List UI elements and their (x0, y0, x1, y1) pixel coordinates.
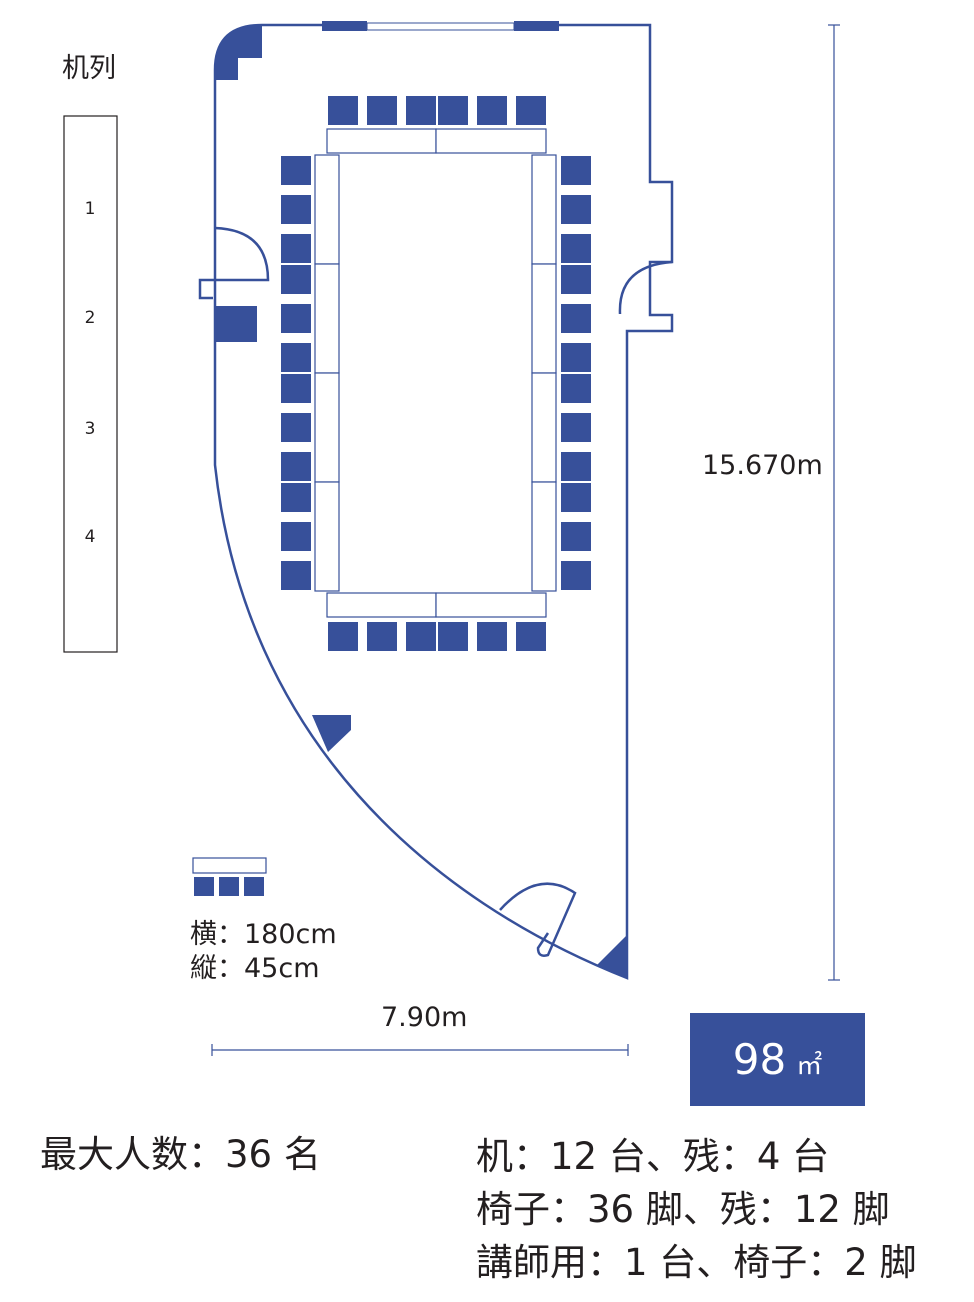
chair (561, 483, 591, 512)
chair (281, 413, 311, 442)
table-top-1 (326, 128, 437, 154)
table-left-3 (314, 372, 340, 483)
window-glass (366, 22, 515, 31)
pillar-top-left (215, 25, 262, 80)
chair (406, 622, 436, 651)
chair (281, 374, 311, 403)
chairs-top (328, 96, 546, 125)
chair (281, 522, 311, 551)
chair (281, 195, 311, 224)
chair (516, 622, 546, 651)
desk-column-label: 机列 (62, 53, 116, 84)
chair (281, 234, 311, 263)
desk-column-box (63, 115, 118, 653)
chair (561, 522, 591, 551)
width-dimension-label: 7.90m (381, 1002, 468, 1033)
chair (406, 96, 436, 125)
chair (281, 561, 311, 590)
pillar-curve (312, 715, 351, 752)
chair (561, 452, 591, 481)
chair (561, 234, 591, 263)
equipment-line: 講師用：1 台、椅子：2 脚 (476, 1241, 917, 1284)
area-unit: ㎡ (796, 1051, 823, 1081)
legend-width: 横：180cm (190, 919, 337, 950)
chair (438, 96, 468, 125)
chair (561, 343, 591, 372)
table-right-1 (531, 154, 557, 265)
chair (438, 622, 468, 651)
chair (561, 195, 591, 224)
door-bottom (499, 882, 577, 957)
chair (477, 622, 507, 651)
area-value: 98 (732, 1035, 787, 1084)
desk-row-number: 3 (84, 419, 96, 439)
chair (516, 96, 546, 125)
chairs-bottom (328, 622, 546, 651)
door-right (618, 260, 673, 315)
equipment-line: 机：12 台、残：4 台 (476, 1135, 830, 1178)
chair (281, 265, 311, 294)
legend-chair (194, 877, 214, 896)
chair (561, 304, 591, 333)
chairs-right (561, 156, 591, 590)
height-dimension-label: 15.670m (702, 450, 823, 481)
legend-table (192, 857, 267, 874)
legend-chair (244, 877, 264, 896)
desk-row-number: 1 (84, 199, 96, 219)
capacity-text: 最大人数：36 名 (40, 1133, 321, 1176)
chair (281, 304, 311, 333)
table-right-3 (531, 372, 557, 483)
table-bottom-2 (435, 592, 547, 618)
chair (281, 156, 311, 185)
equipment-line: 椅子：36 脚、残：12 脚 (476, 1188, 890, 1231)
door-left (198, 226, 270, 300)
legend-depth: 縦：45cm (190, 953, 320, 984)
table-right-2 (531, 263, 557, 374)
chair (561, 413, 591, 442)
chair (367, 622, 397, 651)
window-right (514, 21, 559, 31)
table-left-4 (314, 481, 340, 592)
chair (561, 374, 591, 403)
table-top-2 (435, 128, 547, 154)
table-right-4 (531, 481, 557, 592)
chairs-left (281, 156, 311, 590)
chair (561, 156, 591, 185)
chair (328, 96, 358, 125)
chair (281, 483, 311, 512)
legend-chair (219, 877, 239, 896)
table-left-2 (314, 263, 340, 374)
desk-row-number: 2 (84, 308, 96, 328)
chair (477, 96, 507, 125)
table-bottom-1 (326, 592, 437, 618)
chair (328, 622, 358, 651)
pillar-left (216, 306, 257, 342)
chair (561, 561, 591, 590)
chair (561, 265, 591, 294)
desk-row-number: 4 (84, 527, 96, 547)
chair (281, 452, 311, 481)
window-left (322, 21, 367, 31)
area-badge: 98 ㎡ (690, 1013, 865, 1106)
pillar-bottom-right (597, 935, 627, 978)
chair (367, 96, 397, 125)
chair (281, 343, 311, 372)
table-left-1 (314, 154, 340, 265)
